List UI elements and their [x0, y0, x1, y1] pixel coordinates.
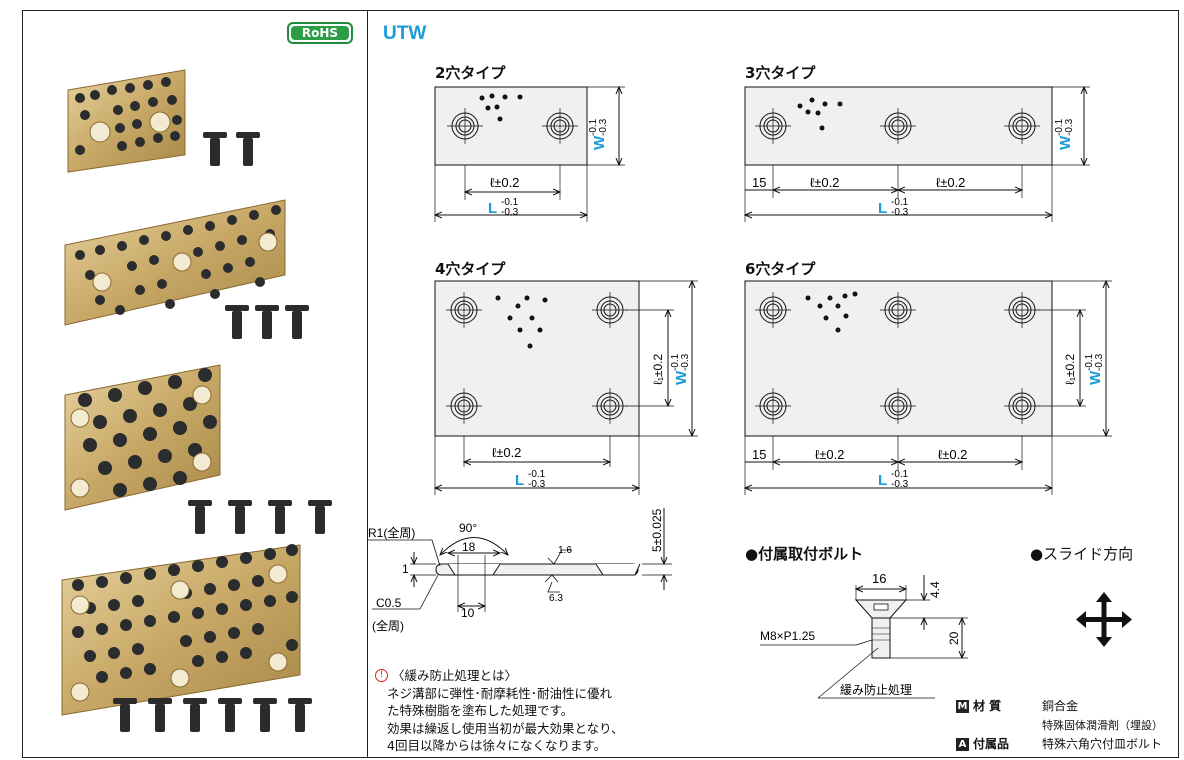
material-tag: M — [956, 700, 969, 713]
accessory-value: 特殊六角穴付皿ボルト — [1042, 737, 1163, 751]
d18-label: 18 — [462, 540, 476, 554]
ell-4hole: ℓ±0.2 — [492, 445, 521, 460]
bolt-title: ●付属取付ボルト — [745, 545, 864, 563]
thick-label: 5±0.025 — [650, 508, 664, 552]
c05-label: C0.5 — [376, 596, 402, 610]
spec-table: M 材 質 銅合金 特殊固体潤滑剤（埋設） A 付属品 特殊六角穴付皿ボルト — [956, 697, 1163, 754]
photo-bolts-2 — [203, 132, 260, 166]
ell-2hole: ℓ±0.2 — [490, 175, 519, 190]
fifteen-3hole: 15 — [752, 175, 766, 190]
ell-6hole-a: ℓ±0.2 — [815, 447, 844, 462]
treatment-label: 緩み防止処理 — [840, 682, 912, 697]
w-tol-a-6: -0.1 — [1084, 353, 1095, 371]
w-tol-a-2: -0.1 — [588, 118, 599, 136]
slide-arrows-icon — [1076, 592, 1132, 647]
thread-label: M8×P1.25 — [760, 629, 815, 643]
photo-bolts-4 — [188, 500, 332, 534]
w-tol-a-3: -0.1 — [1054, 118, 1065, 136]
l-tol-b-3: -0.3 — [891, 207, 909, 218]
l-3hole: L — [878, 200, 887, 217]
w-tol-b-3: -0.3 — [1064, 118, 1075, 136]
type-4hole-title: 4穴タイプ — [435, 260, 506, 278]
bolt-drawing — [760, 575, 968, 699]
rough1-label: 1.6 — [558, 545, 572, 556]
d16-label: 16 — [872, 571, 886, 586]
ell1-6hole: ℓ₁±0.2 — [1063, 353, 1077, 385]
rough2-label: 6.3 — [549, 593, 563, 604]
ell-6hole-b: ℓ±0.2 — [938, 447, 967, 462]
c05b-label: (全周) — [372, 618, 404, 633]
material-value: 銅合金 — [1042, 699, 1079, 713]
cross-section-drawing — [368, 508, 672, 612]
drawing-3hole — [745, 87, 1090, 222]
fifteen-6hole: 15 — [752, 447, 766, 462]
photo-plate-4hole — [64, 364, 221, 511]
note-line: 4回目以降からは徐々になくなります。 — [387, 738, 607, 753]
note-line: ネジ溝部に弾性･耐摩耗性･耐油性に優れ — [387, 685, 613, 701]
material-key: 材 質 — [973, 699, 1002, 713]
w-tol-b-6: -0.3 — [1094, 353, 1105, 371]
l-4hole: L — [515, 472, 524, 489]
drawing-2hole — [435, 87, 625, 222]
column-divider — [367, 10, 368, 758]
w-3hole: W — [1057, 135, 1074, 150]
l-tol-b-2: -0.3 — [501, 207, 519, 218]
l-tol-b-4: -0.3 — [528, 479, 546, 490]
type-2hole-title: 2穴タイプ — [435, 64, 506, 82]
l-tol-a-4: -0.1 — [528, 469, 546, 480]
photo-plate-3hole — [64, 199, 286, 326]
l-tol-a-6: -0.1 — [891, 469, 909, 480]
l-tol-a-3: -0.1 — [891, 197, 909, 208]
type-6hole-title: 6穴タイプ — [745, 260, 816, 278]
r1-label: R1(全周) — [368, 525, 415, 540]
w-tol-a-4: -0.1 — [670, 353, 681, 371]
ell-3hole-a: ℓ±0.2 — [810, 175, 839, 190]
w-4hole: W — [673, 370, 690, 385]
w-6hole: W — [1087, 370, 1104, 385]
t1-label: 1 — [402, 562, 409, 576]
ell-3hole-b: ℓ±0.2 — [936, 175, 965, 190]
photo-plate-2hole — [67, 69, 186, 173]
note-line: 効果は繰返し使用当初が最大効果となり、 — [387, 720, 624, 736]
w-2hole: W — [591, 135, 608, 150]
w-tol-b-4: -0.3 — [680, 353, 691, 371]
photo-bolts-3 — [225, 305, 309, 339]
d20-label: 20 — [947, 631, 961, 645]
l-6hole: L — [878, 472, 887, 489]
w-tol-b-2: -0.3 — [598, 118, 609, 136]
note-line: た特殊樹脂を塗布した処理です。 — [387, 703, 574, 718]
ell1-4hole: ℓ₁±0.2 — [651, 353, 665, 385]
material-sub: 特殊固体潤滑剤（埋設） — [1042, 719, 1163, 732]
bulb-icon: ! — [375, 669, 388, 683]
d10-label: 10 — [461, 606, 475, 620]
slide-title: ●スライド方向 — [1030, 545, 1134, 563]
rohs-badge: RoHS — [287, 22, 353, 44]
type-3hole-title: 3穴タイプ — [745, 64, 816, 82]
photo-bolts-6 — [113, 698, 312, 732]
page-frame — [22, 10, 1179, 758]
product-code: UTW — [383, 23, 427, 44]
accessory-tag: A — [956, 738, 969, 751]
d44-label: 4.4 — [928, 581, 942, 598]
angle-label: 90° — [459, 521, 477, 535]
drawing-6hole — [745, 281, 1112, 495]
l-2hole: L — [488, 200, 497, 217]
photo-plate-6hole — [61, 544, 301, 716]
accessory-key: 付属品 — [973, 737, 1010, 751]
anti-loosening-note: ! 〈緩み防止処理とは〉 ネジ溝部に弾性･耐摩耗性･耐油性に優れ た特殊樹脂を塗布… — [375, 667, 624, 755]
product-photos — [61, 69, 332, 732]
l-tol-a-2: -0.1 — [501, 197, 519, 208]
drawing-4hole — [435, 281, 698, 495]
l-tol-b-6: -0.3 — [891, 479, 909, 490]
note-head: 〈緩み防止処理とは〉 — [392, 668, 518, 683]
